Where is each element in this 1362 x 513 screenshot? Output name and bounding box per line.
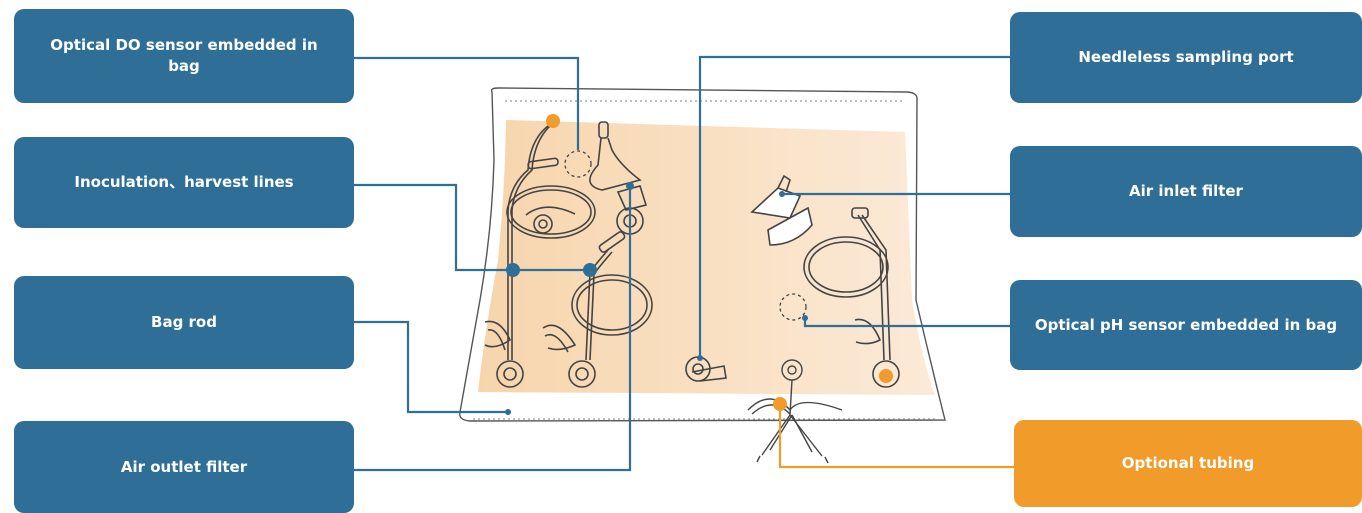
dot-optional-tubing [773,397,787,411]
optional-tubing-assembly [747,359,843,464]
label-inoculation-lines: Inoculation、harvest lines [14,137,354,228]
dot-sampling [697,355,703,361]
bag-rod-connectors [484,320,596,388]
dot-inoculation-right [583,263,597,277]
label-sampling-port: Needleless sampling port [1010,12,1362,103]
ph-sensor-spot [779,293,807,321]
connector-sampling [698,55,1010,358]
dot-inoculation-left [506,263,520,277]
dot-ph [802,315,808,321]
dot-do-sensor [546,114,560,128]
air-inlet-filter [750,174,813,246]
label-do-sensor: Optical DO sensor embedded in bag [14,9,354,103]
dot-air-inlet [779,191,785,197]
dot-air-outlet [626,182,634,190]
label-air-outlet-filter: Air outlet filter [14,421,354,513]
connector-do [354,56,580,150]
connector-optional-tubing [778,404,1014,469]
label-air-inlet-filter: Air inlet filter [1010,146,1362,237]
connector-inoculation [354,183,590,272]
label-optional-tubing: Optional tubing [1014,420,1362,507]
dot-ph-port [879,369,893,383]
dot-bag-rod [505,409,511,415]
right-tube-coil [803,207,900,388]
connector-bag-rod [354,320,508,414]
label-ph-sensor: Optical pH sensor embedded in bag [1010,280,1362,370]
connector-air-outlet [354,186,632,472]
do-sensor-spot [564,150,592,178]
label-bag-rod: Bag rod [14,276,354,369]
inoculation-tube-coil [506,123,596,360]
